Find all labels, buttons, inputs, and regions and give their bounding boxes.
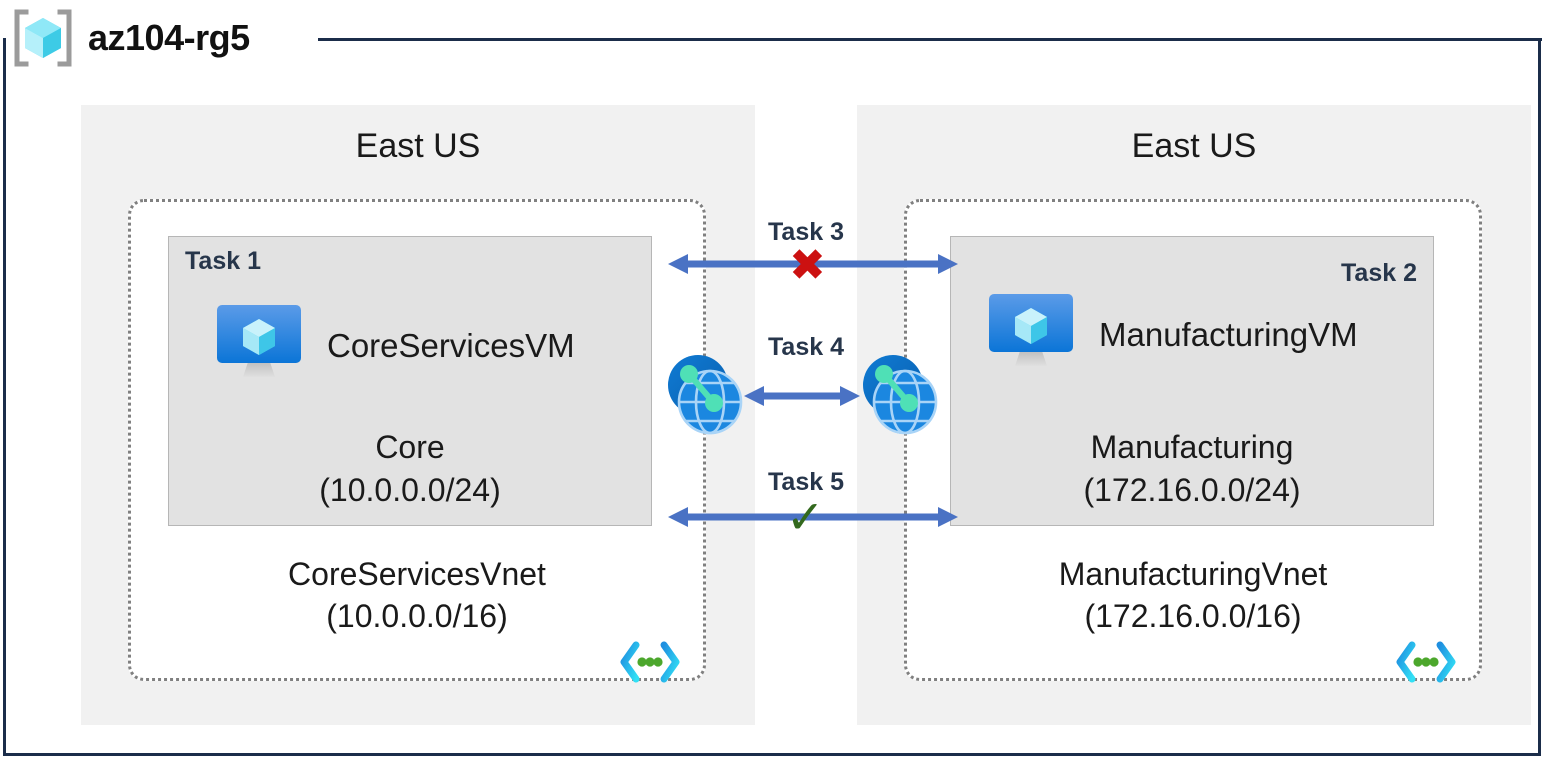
resource-group-name: az104-rg5 xyxy=(88,17,250,58)
manufacturing-subnet: Task 2 Manufacturing (172.16.0.0/24) xyxy=(950,236,1434,526)
task-3-blocked-marker: ✖ xyxy=(789,241,826,290)
vnet-peering-icon-left xyxy=(663,352,751,443)
core-subnet: Task 1 Core (10.0.0.0/24) xyxy=(168,236,652,526)
virtual-machine-icon xyxy=(985,292,1077,377)
task-5-arrow xyxy=(668,503,958,536)
manufacturing-vnet-name: ManufacturingVnet xyxy=(1058,556,1328,592)
vnet-icon xyxy=(619,639,681,690)
task-5-allowed-marker: ✓ xyxy=(786,491,825,543)
manufacturing-subnet-prefix: (172.16.0.0/24) xyxy=(1083,472,1301,508)
task-2-tag: Task 2 xyxy=(1341,259,1417,287)
manufacturing-subnet-name: Manufacturing xyxy=(1090,429,1294,465)
manufacturing-vm-name: ManufacturingVM xyxy=(1099,315,1358,353)
resource-group-header: az104-rg5 xyxy=(10,6,250,70)
vnet-icon xyxy=(1395,639,1457,690)
virtual-machine-icon xyxy=(213,303,305,388)
header-gap-mask xyxy=(6,33,318,45)
task-1-tag: Task 1 xyxy=(185,247,261,275)
manufacturing-vnet-address-space: (172.16.0.0/16) xyxy=(1084,598,1302,634)
task-4-label: Task 4 xyxy=(768,333,844,361)
core-services-vm-name: CoreServicesVM xyxy=(327,326,575,364)
task-3-arrow xyxy=(668,250,958,283)
core-vnet-address-space: (10.0.0.0/16) xyxy=(326,598,508,634)
core-vnet-name: CoreServicesVnet xyxy=(288,556,546,592)
left-region-label: East US xyxy=(355,127,481,165)
task-4-arrow xyxy=(744,382,860,415)
core-subnet-name: Core xyxy=(375,429,445,465)
core-services-vm: CoreServicesVM xyxy=(213,303,575,388)
task-5-label: Task 5 xyxy=(768,468,844,496)
vnet-peering-icon-right xyxy=(858,352,946,443)
task-3-label: Task 3 xyxy=(768,218,844,246)
core-subnet-prefix: (10.0.0.0/24) xyxy=(319,472,501,508)
manufacturing-vm: ManufacturingVM xyxy=(985,292,1358,377)
right-region-label: East US xyxy=(1131,127,1257,165)
resource-group-icon xyxy=(10,8,76,68)
header-rule xyxy=(318,38,1542,41)
